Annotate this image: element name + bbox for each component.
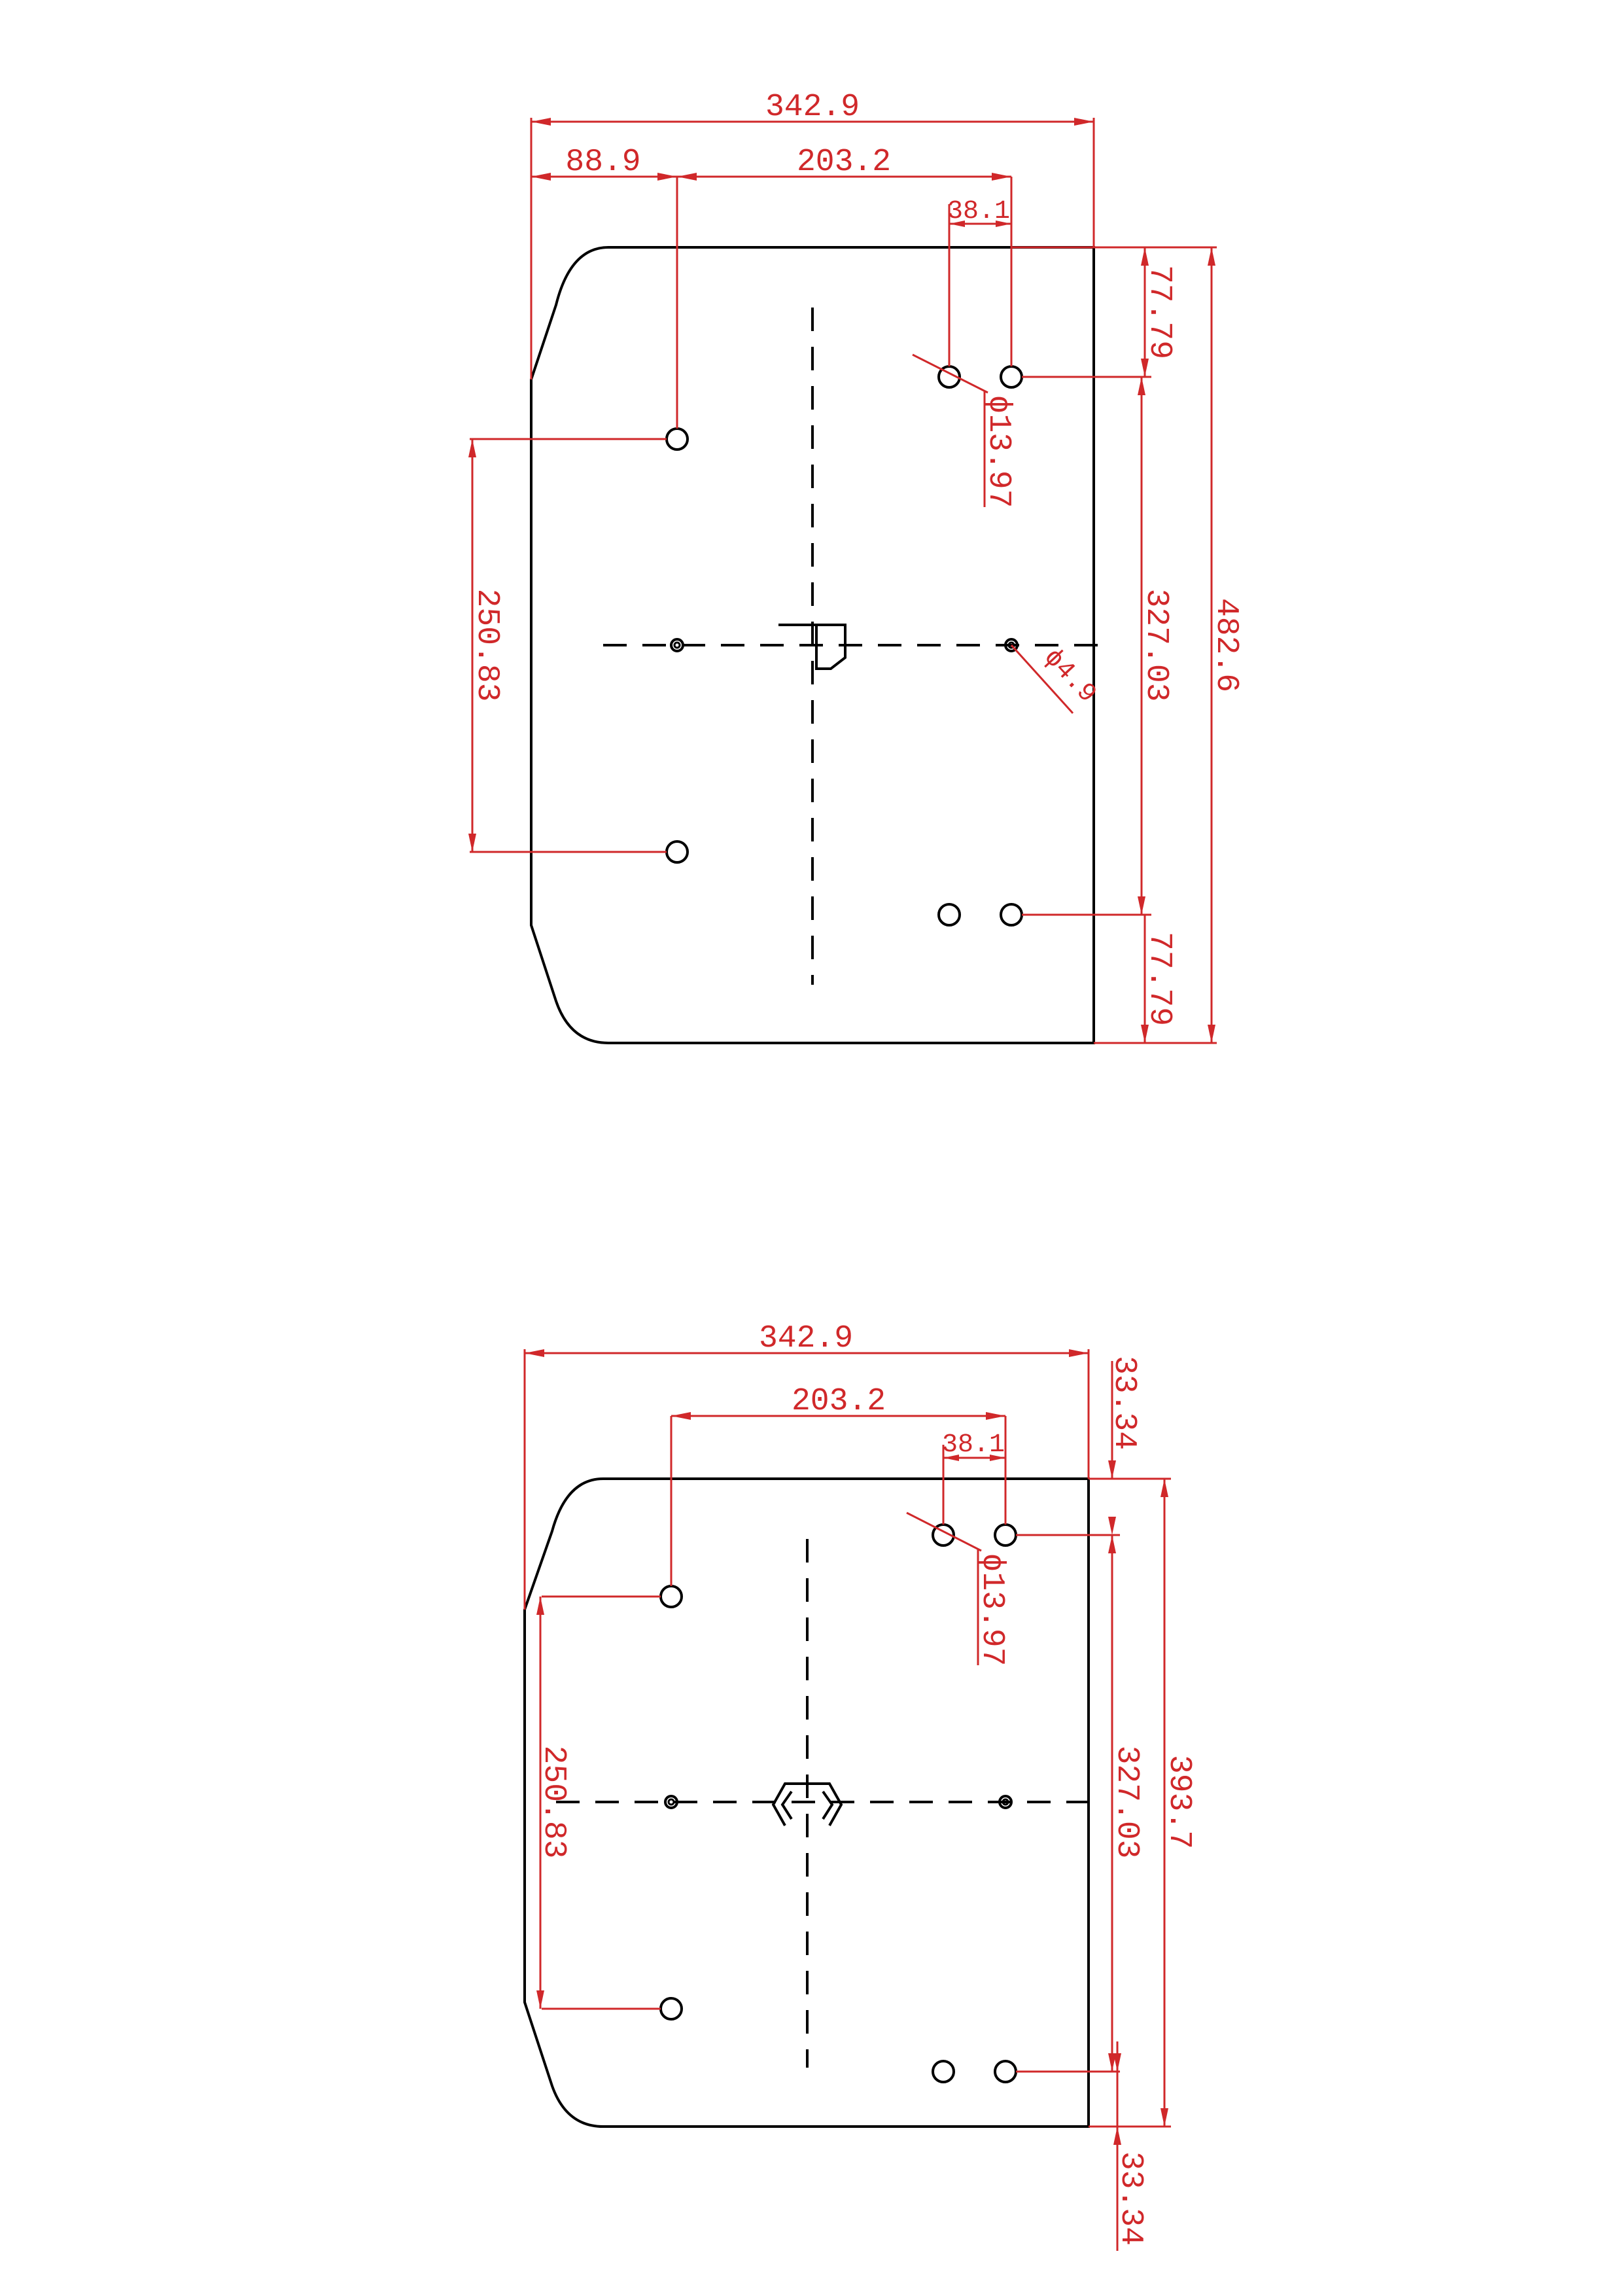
dim-overall-height: 482.6 (1208, 598, 1244, 692)
center-bracket (771, 1782, 843, 1826)
hole-bottom-pair-a (932, 2060, 955, 2083)
hole-left-bottom (659, 1997, 683, 2021)
dim-left-hole-span: 250.83 (536, 1746, 571, 1859)
small-hole-right (998, 1795, 1013, 1809)
dim-top-offset: 77.79 (1142, 265, 1177, 359)
top-plate-view: 342.9 88.9 203.2 38.1 77.79 ϕ13.97 250.8… (468, 90, 1244, 1044)
hole-left-top (665, 427, 689, 451)
dim-right-hole-span: 327.03 (1138, 589, 1174, 702)
dim-small-hole-dia: ϕ4.9 (1038, 643, 1102, 709)
small-hole-left-inner (673, 641, 681, 649)
bottom-plate-view: 342.9 203.2 38.1 33.34 ϕ13.97 250.83 327… (523, 1321, 1196, 2251)
small-hole-left (670, 638, 684, 652)
plate-outline (530, 246, 1095, 1044)
hole-top-pair-b (1000, 365, 1023, 389)
hole-top-pair-b (994, 1523, 1017, 1547)
center-bracket-inner (780, 1790, 834, 1820)
dim-top-offset: 33.34 (1106, 1356, 1142, 1450)
hole-bottom-pair-b (1000, 903, 1023, 927)
small-hole-right (1004, 638, 1019, 652)
dim-large-hole-dia: ϕ13.97 (974, 1553, 1009, 1667)
dim-bottom-offset: 33.34 (1113, 2151, 1148, 2246)
dim-hole-pair-gap: 38.1 (947, 197, 1010, 226)
arrowheads (525, 1349, 1168, 2145)
center-bracket (778, 624, 846, 670)
hole-bottom-pair-b (994, 2060, 1017, 2083)
dim-hole-span: 203.2 (797, 145, 891, 180)
dim-right-hole-span: 327.03 (1109, 1746, 1144, 1859)
small-hole-right-inner (1007, 641, 1015, 649)
dim-large-hole-dia: ϕ13.97 (981, 395, 1016, 508)
dim-bottom-offset: 77.79 (1142, 932, 1177, 1026)
dim-overall-height: 393.7 (1161, 1755, 1196, 1849)
dim-overall-width: 342.9 (765, 90, 860, 125)
dim-hole-span: 203.2 (792, 1384, 886, 1419)
hole-left-bottom (665, 840, 689, 864)
small-hole-right-inner (1002, 1798, 1009, 1806)
hole-left-top (659, 1585, 683, 1608)
plate-outline (523, 1477, 1090, 2128)
small-hole-left-inner (667, 1798, 675, 1806)
dim-edge-to-hole: 88.9 (565, 145, 640, 180)
dim-overall-width: 342.9 (759, 1321, 853, 1356)
small-hole-left (664, 1795, 678, 1809)
arrowheads (468, 118, 1215, 1043)
hole-bottom-pair-a (937, 903, 961, 927)
dimension-lines (470, 118, 1217, 1044)
dimension-lines (523, 1349, 1171, 2251)
dim-hole-pair-gap: 38.1 (942, 1430, 1005, 1460)
dim-left-hole-span: 250.83 (469, 589, 504, 702)
